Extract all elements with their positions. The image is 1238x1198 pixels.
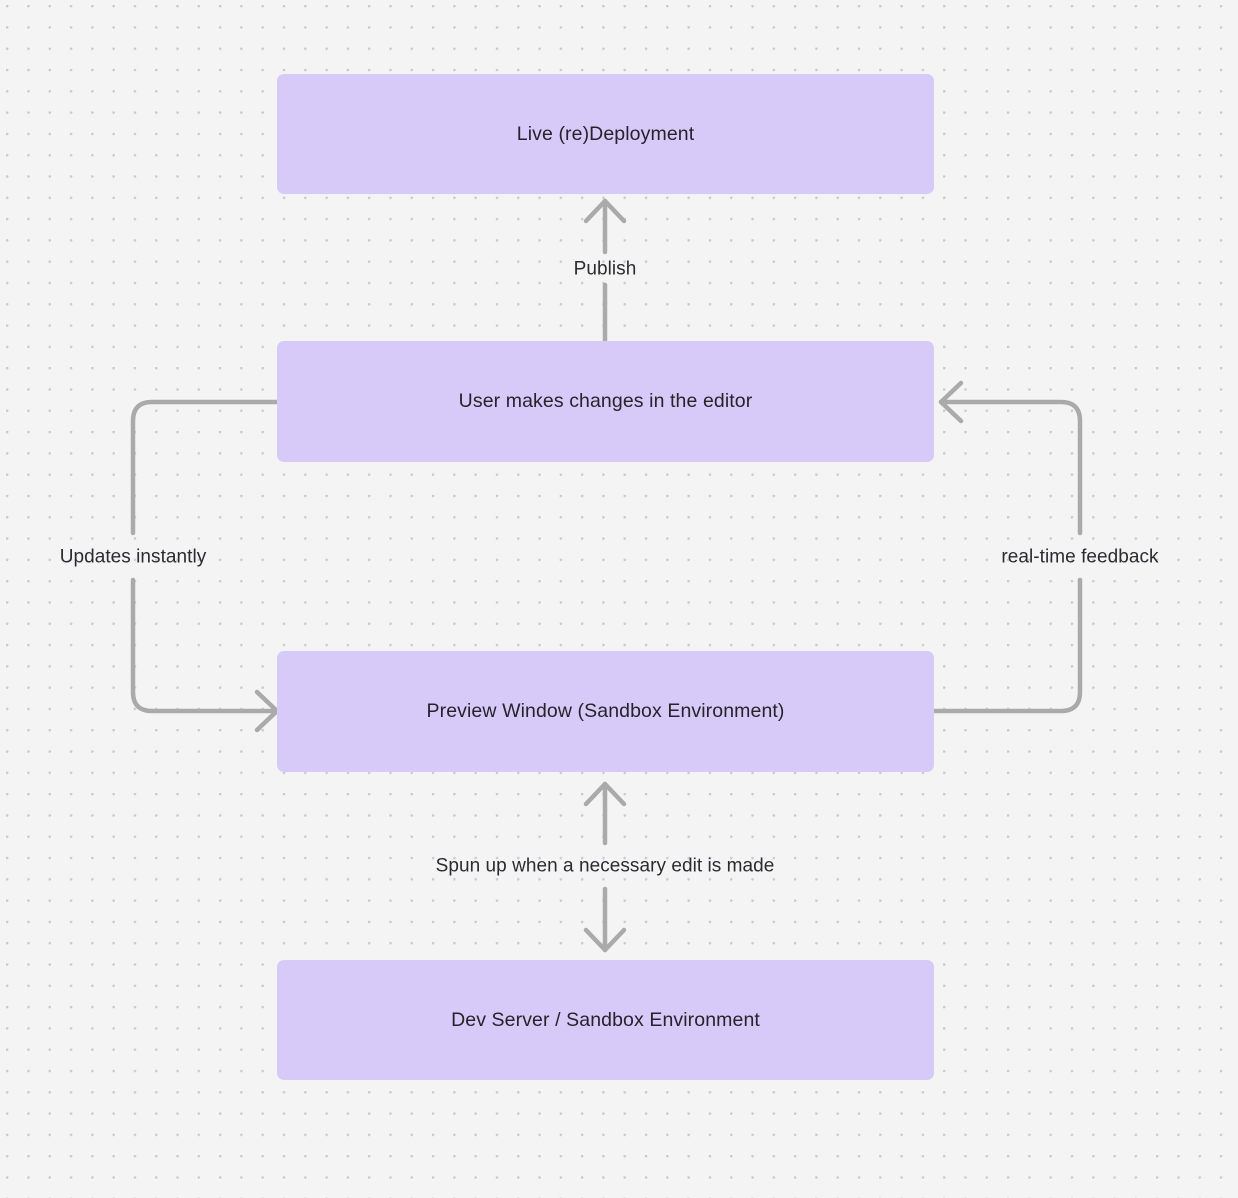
node-preview-window-label: Preview Window (Sandbox Environment) [426, 700, 785, 723]
node-dev-server-label: Dev Server / Sandbox Environment [451, 1008, 760, 1031]
edge-publish-arrowhead-up [583, 198, 627, 224]
edge-feedback-line-upper [938, 399, 1083, 536]
node-live-deployment-label: Live (re)Deployment [516, 122, 695, 145]
edge-updates-line-lower [130, 577, 280, 714]
edge-spunup-arrowhead-down [583, 927, 627, 953]
edge-label-updates-instantly: Updates instantly [59, 546, 207, 568]
node-preview-window[interactable]: Preview Window (Sandbox Environment) [277, 651, 934, 772]
node-dev-server[interactable]: Dev Server / Sandbox Environment [277, 960, 934, 1080]
edge-spunup-arrowhead-up [583, 781, 627, 807]
node-live-deployment[interactable]: Live (re)Deployment [277, 74, 934, 194]
edge-updates-line-upper [130, 399, 280, 536]
edge-label-publish: Publish [573, 258, 637, 280]
edge-feedback-arrowhead-left [938, 380, 964, 424]
edge-label-spun-up: Spun up when a necessary edit is made [435, 855, 775, 877]
node-user-makes-changes-label: User makes changes in the editor [458, 390, 753, 413]
edge-updates-arrowhead-right [254, 689, 280, 733]
node-user-makes-changes[interactable]: User makes changes in the editor [277, 341, 934, 462]
edge-feedback-line-lower [931, 577, 1083, 714]
edge-label-real-time-feedback: real-time feedback [1001, 546, 1159, 568]
